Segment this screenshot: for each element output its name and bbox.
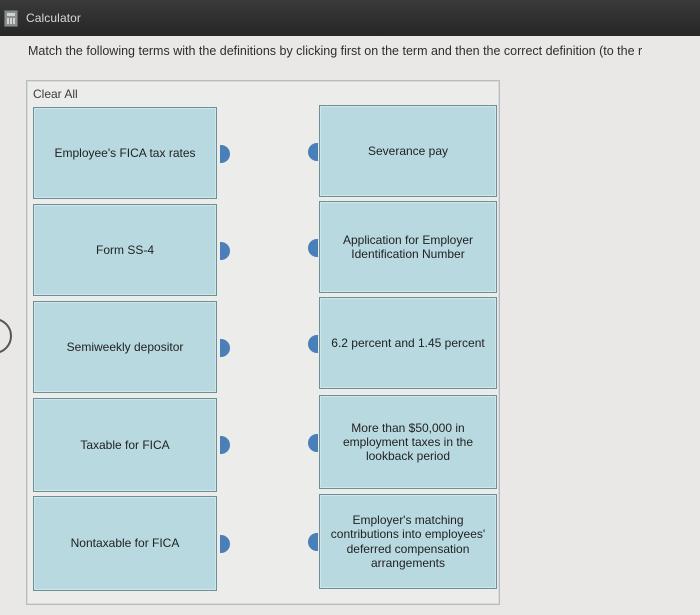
definition-connector-4[interactable]	[308, 434, 318, 452]
definition-connector-5[interactable]	[308, 533, 318, 551]
definition-card-5[interactable]: Employer's matching contributions into e…	[319, 494, 497, 589]
definition-label: Severance pay	[367, 143, 449, 158]
term-card-1[interactable]: Employee's FICA tax rates	[33, 107, 217, 199]
definition-card-1[interactable]: Severance pay	[319, 105, 497, 197]
definition-connector-3[interactable]	[308, 335, 318, 353]
clear-all-button[interactable]: Clear All	[33, 87, 78, 101]
term-card-3[interactable]: Semiweekly depositor	[33, 301, 217, 393]
definition-card-3[interactable]: 6.2 percent and 1.45 percent	[319, 297, 497, 389]
definition-connector-2[interactable]	[308, 239, 318, 257]
definition-card-4[interactable]: More than $50,000 in employment taxes in…	[319, 395, 497, 489]
definition-label: 6.2 percent and 1.45 percent	[331, 335, 485, 350]
term-connector-2[interactable]	[220, 242, 230, 260]
definition-card-2[interactable]: Application for Employer Identification …	[319, 201, 497, 293]
top-bar: Calculator	[0, 0, 700, 36]
definition-label: Employer's matching contributions into e…	[330, 513, 486, 570]
term-connector-1[interactable]	[220, 145, 230, 163]
term-label: Nontaxable for FICA	[70, 536, 180, 551]
term-card-2[interactable]: Form SS-4	[33, 204, 217, 296]
definition-label: Application for Employer Identification …	[342, 232, 474, 261]
term-card-4[interactable]: Taxable for FICA	[33, 398, 217, 492]
circle-icon	[0, 318, 12, 354]
definition-connector-1[interactable]	[308, 143, 318, 161]
term-card-5[interactable]: Nontaxable for FICA	[33, 496, 217, 591]
definition-label: More than $50,000 in employment taxes in…	[342, 420, 474, 464]
calculator-link[interactable]: Calculator	[26, 11, 82, 25]
term-label: Taxable for FICA	[80, 437, 170, 452]
term-label: Form SS-4	[95, 242, 154, 257]
term-connector-3[interactable]	[220, 339, 230, 357]
instructions-text: Match the following terms with the defin…	[28, 44, 643, 58]
term-connector-5[interactable]	[220, 535, 230, 553]
term-label: Employee's FICA tax rates	[54, 145, 196, 160]
calculator-icon[interactable]	[4, 9, 18, 27]
term-connector-4[interactable]	[220, 436, 230, 454]
term-label: Semiweekly depositor	[66, 339, 184, 354]
